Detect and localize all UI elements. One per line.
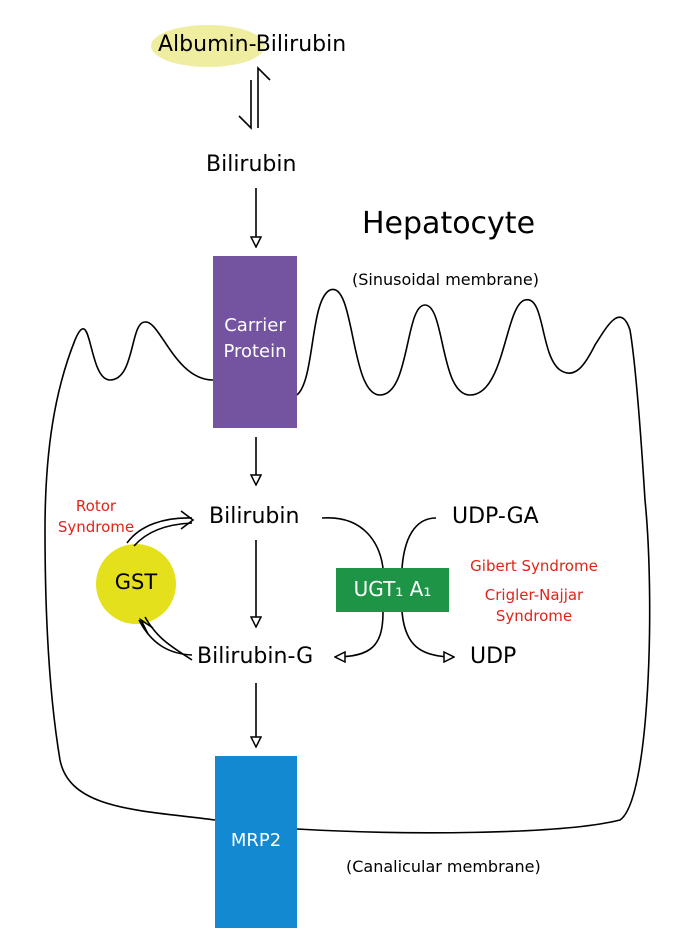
ugt-label: UGT₁ A₁: [353, 577, 432, 601]
crigler-line1: Crigler-Najjar: [484, 586, 584, 604]
gst-circle: [96, 544, 176, 624]
hepatocyte-title: Hepatocyte: [362, 206, 536, 241]
ugt-reaction-curves: [321, 517, 454, 657]
equilibrium-arrows: [238, 66, 271, 130]
carrier-protein-label: Carrier Protein: [213, 313, 297, 365]
ugt-box: [336, 568, 449, 612]
albumin-bilirubin-label: Albumin-Bilirubin: [158, 32, 346, 57]
hepatocyte-cell-outline: [44, 288, 651, 834]
albumin-ellipse: [151, 25, 265, 67]
crigler-najjar-syndrome-label: Crigler-Najjar Syndrome: [466, 585, 602, 627]
bilirubin-mid-label: Bilirubin: [209, 504, 300, 529]
rotor-syndrome-label: Rotor Syndrome: [56, 496, 136, 538]
bilirubin-g-label: Bilirubin-G: [197, 644, 314, 669]
bilirubin-top-label: Bilirubin: [206, 152, 297, 177]
mrp2-label: MRP2: [230, 830, 282, 851]
gilbert-syndrome-label: Gibert Syndrome: [470, 557, 598, 575]
carrier-line2: Protein: [223, 341, 287, 362]
canalicular-membrane-label: (Canalicular membrane): [346, 857, 541, 876]
udp-label: UDP: [470, 644, 517, 669]
carrier-line1: Carrier: [224, 315, 286, 336]
crigler-line2: Syndrome: [495, 607, 573, 625]
sinusoidal-membrane-label: (Sinusoidal membrane): [352, 270, 539, 289]
udp-ga-label: UDP-GA: [452, 504, 539, 529]
albumin-text: Albumin: [158, 32, 249, 57]
gst-label: GST: [114, 570, 158, 594]
bilirubin-suffix-text: -Bilirubin: [248, 32, 347, 57]
rotor-line2: Syndrome: [57, 518, 135, 536]
rotor-line1: Rotor: [75, 497, 117, 515]
carrier-protein-box: [213, 256, 297, 428]
gst-cycle-arrows: [126, 510, 195, 661]
mrp2-box: [215, 756, 297, 928]
